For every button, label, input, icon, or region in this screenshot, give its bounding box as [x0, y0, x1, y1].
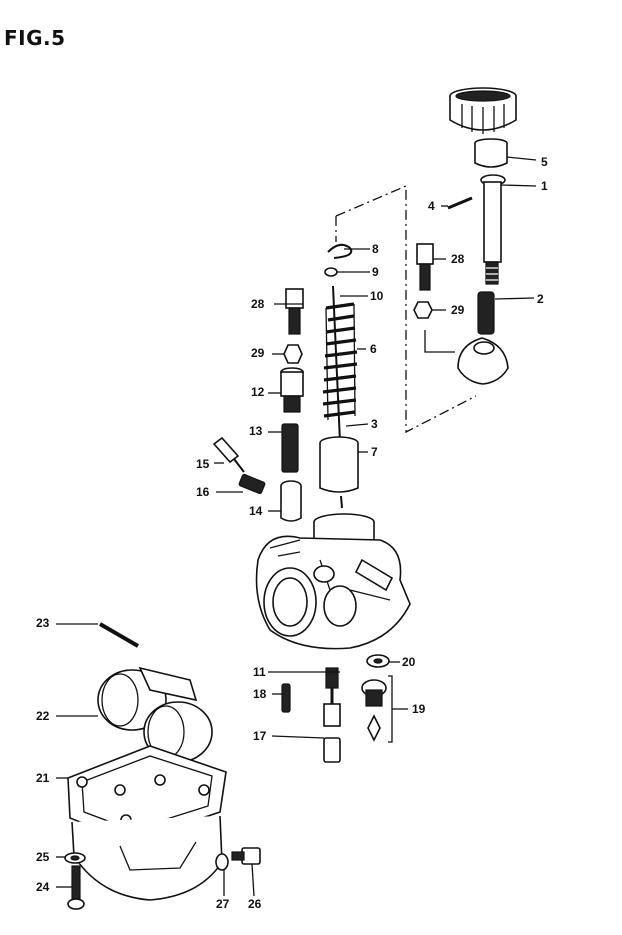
part-28-left — [285, 288, 304, 335]
part-22-floats — [97, 666, 213, 763]
part-7-throttle-slide — [319, 436, 359, 509]
part-29-right-nut — [413, 301, 433, 319]
part-26-drain-bolt — [231, 847, 261, 865]
callout-27: 27 — [216, 897, 230, 911]
part-17-main-jet — [323, 737, 341, 763]
callout-1: 1 — [541, 179, 548, 193]
callout-7: 7 — [371, 445, 378, 459]
callout-23: 23 — [36, 616, 50, 630]
part-14-plunger — [280, 480, 302, 522]
callout-12: 12 — [251, 385, 265, 399]
part-21-float-bowl — [67, 745, 227, 901]
callout-6: 6 — [370, 342, 377, 356]
part-2-spring — [477, 291, 495, 335]
cap-nut-part — [449, 87, 517, 134]
callout-15: 15 — [196, 457, 210, 471]
part-19-assembly — [361, 675, 393, 743]
callout-11: 11 — [253, 665, 266, 679]
callout-28-right: 28 — [451, 252, 465, 266]
mixing-base-part — [457, 337, 509, 385]
callout-21: 21 — [36, 771, 50, 785]
part-28-right — [416, 243, 434, 291]
part-12-fitting — [280, 367, 304, 413]
callout-16: 16 — [196, 485, 210, 499]
callout-8: 8 — [372, 242, 379, 256]
callout-24: 24 — [36, 880, 50, 894]
part-5-cylinder — [474, 138, 508, 168]
part-24-screw — [67, 865, 85, 910]
callout-26: 26 — [248, 897, 262, 911]
part-29-left-nut — [283, 344, 303, 364]
callout-5: 5 — [541, 155, 548, 169]
part-18-jet — [281, 683, 291, 713]
callout-25: 25 — [36, 850, 50, 864]
carburetor-body — [255, 513, 411, 650]
callout-22: 22 — [36, 709, 50, 723]
callout-19: 19 — [412, 702, 426, 716]
callout-4: 4 — [428, 199, 435, 213]
callout-17: 17 — [253, 729, 267, 743]
callout-10: 10 — [370, 289, 384, 303]
callout-3: 3 — [371, 417, 378, 431]
callout-20: 20 — [402, 655, 416, 669]
part-15-screw — [212, 436, 245, 473]
part-6-throttle-spring — [322, 302, 358, 421]
part-11-jet-holder — [323, 667, 341, 727]
callout-18: 18 — [253, 687, 267, 701]
callout-14: 14 — [249, 504, 263, 518]
figure-title: FIG.5 — [4, 26, 66, 50]
part-1-shaft — [480, 174, 506, 285]
callout-9: 9 — [372, 265, 379, 279]
part-13-spring — [281, 423, 299, 473]
callout-2: 2 — [537, 292, 544, 306]
callout-28-left: 28 — [251, 297, 265, 311]
callout-29-left: 29 — [251, 346, 265, 360]
part-16-spring — [238, 473, 266, 495]
callout-13: 13 — [249, 424, 263, 438]
leader-lines — [56, 156, 537, 897]
callout-29-right: 29 — [451, 303, 465, 317]
